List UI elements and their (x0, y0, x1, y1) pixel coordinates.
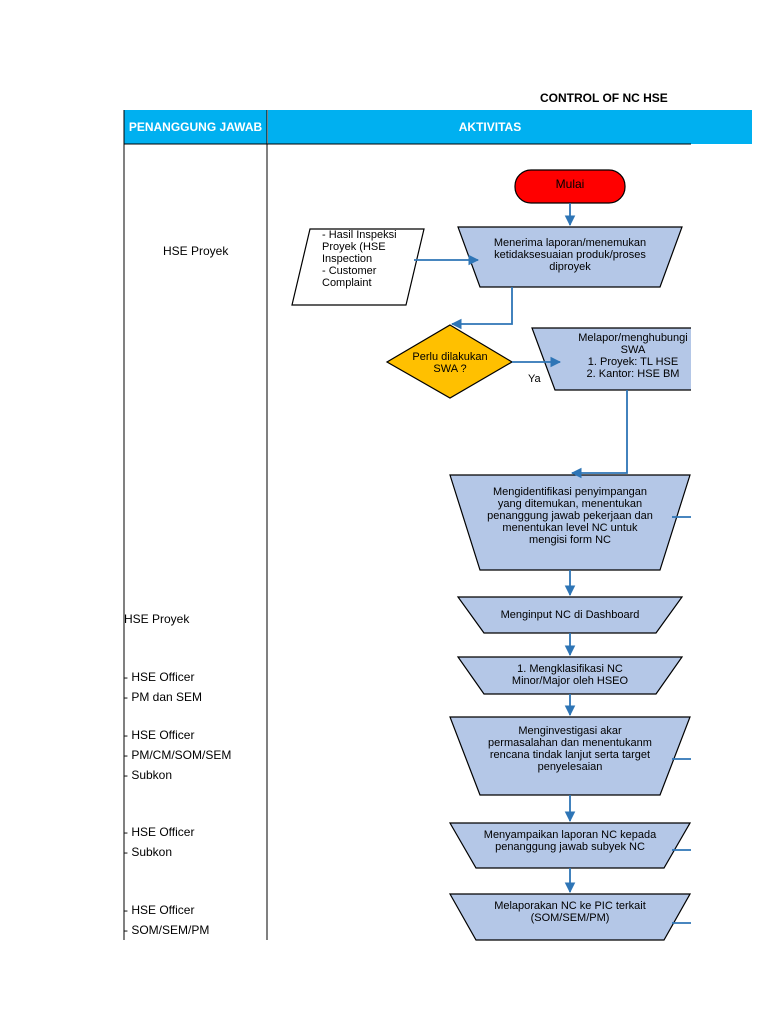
header-aktivitas: AKTIVITAS (268, 110, 752, 144)
text-line: - Customer (322, 265, 377, 277)
text-line: Menginvestigasi akar (518, 725, 622, 737)
text-line: Mengidentifikasi penyimpangan (492, 486, 648, 498)
text-line: Melaporakan NC ke PIC terkait (494, 900, 646, 912)
text-line: 2. Kantor: HSE BM (586, 368, 680, 380)
input-nc-shape (456, 596, 684, 634)
text-line: 1. Mengklasifikasi NC (517, 663, 623, 675)
role-group-4: - HSE Officer - PM/CM/SOM/SEM - Subkon (124, 725, 231, 785)
start-label: Mulai (555, 177, 585, 191)
text-line: Proyek (HSE (322, 241, 386, 253)
text-line: Perlu dilakukan (412, 351, 488, 363)
arrow-report-to-identify (570, 390, 628, 479)
identify-text: Mengidentifikasi penyimpangan yang ditem… (462, 486, 678, 546)
classify-shape (456, 656, 684, 695)
text-line: Menyampaikan laporan NC kepada (483, 829, 657, 841)
role-group-6: - HSE Officer - SOM/SEM/PM (124, 900, 209, 940)
text-line: permasalahan dan menentukanm (488, 737, 652, 749)
text-line: mengisi form NC (529, 534, 611, 546)
input-nc-text: Menginput NC di Dashboard (500, 609, 640, 621)
page-title: CONTROL OF NC HSE (540, 91, 668, 105)
report-pic-text: Melaporakan NC ke PIC terkait (SOM/SEM/P… (462, 900, 678, 924)
decision-diamond (385, 324, 514, 399)
arrow-receive-to-decision (450, 287, 513, 330)
report-text: Melapor/menghubungi SWA 1. Proyek: TL HS… (540, 332, 691, 380)
yes-label: Ya (528, 373, 541, 385)
text-line: diproyek (549, 261, 591, 273)
role-line: - Subkon (124, 768, 173, 782)
text-line: penanggung jawab subyek NC (495, 841, 645, 853)
role-line: - HSE Officer (124, 728, 195, 742)
receive-text: Menerima laporan/menemukan ketidaksesuai… (470, 237, 670, 273)
text-line: Minor/Major oleh HSEO (511, 675, 629, 687)
text-line: (SOM/SEM/PM) (530, 912, 610, 924)
investigate-shape (449, 716, 691, 796)
role-line: - HSE Officer (124, 670, 195, 684)
header-left-label: PENANGGUNG JAWAB (128, 120, 263, 134)
role-line: - PM/CM/SOM/SEM (124, 748, 232, 762)
role-group-3: - HSE Officer - PM dan SEM (124, 667, 202, 707)
role-hse-proyek-1: HSE Proyek (163, 244, 229, 258)
role-line: - Subkon (124, 845, 173, 859)
report-text-clip: Melapor/menghubungi SWA 1. Proyek: TL HS… (540, 332, 691, 388)
text-line: yang ditemukan, menentukan (497, 498, 643, 510)
text-line: penyelesaian (537, 761, 603, 773)
classify-text: 1. Mengklasifikasi NC Minor/Major oleh H… (470, 663, 670, 687)
text-line: - Hasil Inspeksi (322, 229, 397, 241)
text-line: SWA (620, 344, 646, 356)
report-process-shape (531, 327, 691, 391)
input-document-shape (291, 228, 425, 306)
investigate-text: Menginvestigasi akar permasalahan dan me… (462, 725, 678, 773)
role-line: - HSE Officer (124, 903, 195, 917)
receive-process-shape (457, 226, 683, 288)
deliver-text: Menyampaikan laporan NC kepada penanggun… (462, 829, 678, 853)
deliver-shape (448, 822, 691, 869)
text-line: Inspection (322, 253, 373, 265)
text-line: ketidaksesuaian produk/proses (494, 249, 646, 261)
input-document-text: - Hasil Inspeksi Proyek (HSE Inspection … (322, 229, 412, 289)
text-line: penanggung jawab pekerjaan dan (487, 510, 653, 522)
decision-text: Perlu dilakukan SWA ? (398, 351, 502, 375)
role-line: - PM dan SEM (124, 690, 203, 704)
text-line: Menerima laporan/menemukan (493, 237, 647, 249)
header-right-label: AKTIVITAS (458, 120, 522, 134)
report-pic-shape (448, 893, 691, 941)
text-line: menentukan level NC untuk (502, 522, 638, 534)
text-line: Complaint (322, 277, 372, 289)
identify-process-shape (449, 474, 691, 571)
role-line: - HSE Officer (124, 825, 195, 839)
text-line: rencana tindak lanjut serta target (489, 749, 651, 761)
role-group-5: - HSE Officer - Subkon (124, 822, 194, 862)
text-line: 1. Proyek: TL HSE (587, 356, 679, 368)
role-hse-proyek-2: HSE Proyek (124, 612, 190, 626)
text-line: Melapor/menghubungi (578, 332, 688, 344)
connectors (414, 203, 691, 924)
header-penanggung-jawab: PENANGGUNG JAWAB (124, 110, 267, 144)
role-line: - SOM/SEM/PM (124, 923, 210, 937)
text-line: SWA ? (433, 363, 467, 375)
